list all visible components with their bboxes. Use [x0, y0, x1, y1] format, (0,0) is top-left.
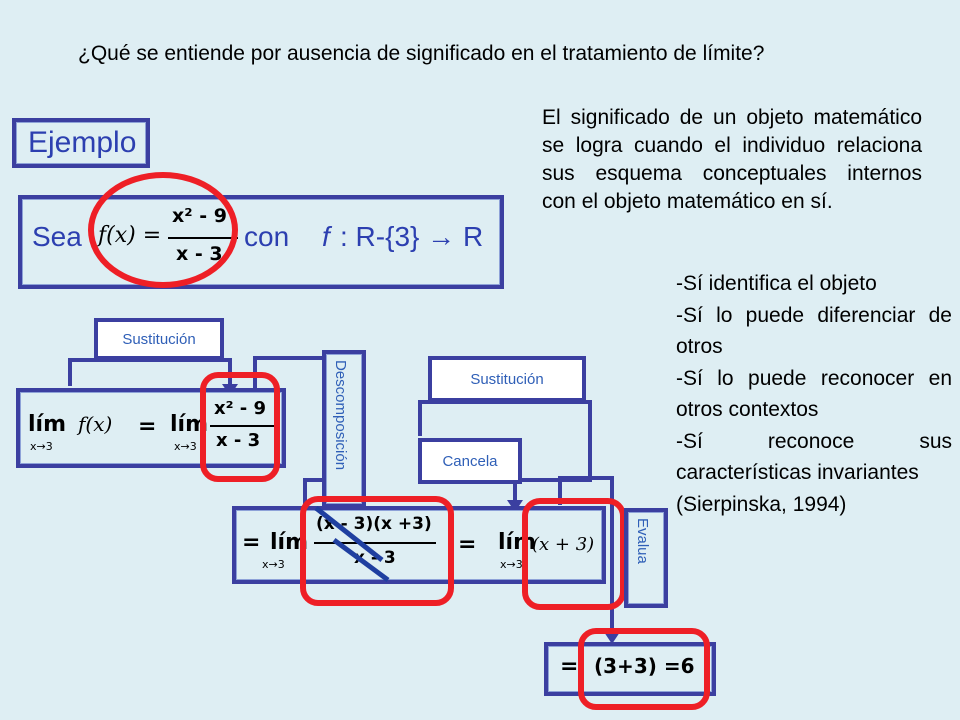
x-plus-3: (x + 3)	[532, 534, 595, 555]
fraction-bar	[210, 425, 274, 427]
step-sustitucion-2: Sustitución	[428, 356, 586, 402]
limit-expression-box-1: lím x→3 f(x) = lím x→3 x² - 9 x - 3	[16, 388, 286, 468]
numerator: x² - 9	[214, 398, 267, 419]
cancel-line	[314, 506, 384, 562]
con-label: con	[244, 221, 290, 252]
highlight-box	[578, 628, 710, 710]
list-item: -Sí identifica el objeto	[676, 272, 877, 295]
highlight-box	[300, 496, 454, 606]
step-cancela: Cancela	[418, 438, 522, 484]
equals-sign: =	[138, 414, 157, 439]
paragraph-last-line: con el objeto matemático en sí.	[542, 190, 833, 213]
example-title: Ejemplo	[28, 126, 137, 159]
sea-label: Sea	[32, 221, 82, 252]
criteria-list: -Sí identifica el objeto -Sí lo puede di…	[676, 268, 952, 520]
domain-label: : R-{3} → R	[340, 221, 484, 252]
limit-expression-box-2: = lím x→3 (x - 3)(x +3) x - 3 = lím x→3 …	[232, 506, 606, 584]
denominator: x - 3	[216, 430, 261, 451]
final-result: (3+3) =6	[594, 654, 695, 678]
equals-sign: =	[458, 532, 477, 557]
list-item: -Sí lo puede diferenciar de otros	[676, 303, 952, 359]
lim-sub: x→3	[30, 440, 53, 453]
list-item: (Sierpinska, 1994)	[676, 492, 847, 516]
step-label: Cancela	[442, 452, 498, 470]
connector-evalua	[558, 476, 614, 640]
equals-sign: =	[242, 530, 261, 555]
step-label: Evalua	[634, 518, 651, 564]
lim-sub: x→3	[174, 440, 197, 453]
list-item: -Sí lo puede reconocer en otros contexto…	[676, 366, 952, 422]
lim-sub: x→3	[500, 558, 523, 571]
equals-sign: =	[560, 654, 579, 679]
f-of-x: f(x)	[78, 412, 113, 436]
question-heading: ¿Qué se entiende por ausencia de signifi…	[78, 42, 765, 65]
f-italic: f	[322, 221, 330, 252]
lim-label: lím	[498, 530, 537, 555]
arrow-head	[604, 632, 620, 644]
highlight-circle	[88, 172, 238, 288]
lim-label: lím	[28, 412, 67, 437]
list-item: -Sí reconoce sus características invaria…	[676, 429, 952, 485]
lim-sub: x→3	[262, 558, 285, 571]
step-label: Sustitución	[470, 370, 544, 388]
cancel-line	[332, 537, 390, 583]
highlight-box	[200, 372, 280, 482]
fraction-bar	[314, 542, 436, 544]
paragraph-main: El significado de un objeto matemático s…	[542, 106, 922, 185]
meaning-paragraph: El significado de un objeto matemático s…	[542, 104, 922, 216]
final-result-box: = (3+3) =6	[544, 642, 716, 696]
step-sustitucion-1: Sustitución	[94, 318, 224, 360]
highlight-box	[522, 498, 626, 610]
step-evalua: Evalua	[624, 508, 668, 608]
connector-sustitucion-2	[418, 400, 592, 505]
step-label: Descomposición	[332, 360, 349, 471]
example-title-box: Ejemplo	[12, 118, 150, 168]
step-label: Sustitución	[122, 330, 196, 348]
